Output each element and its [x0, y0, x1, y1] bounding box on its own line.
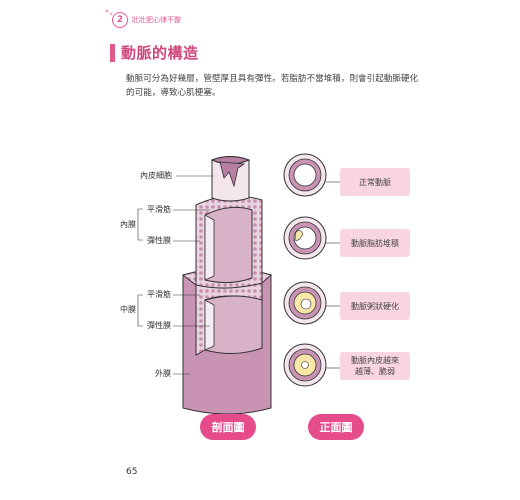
- intro-paragraph: 動脈可分為好幾層，管壁厚且具有彈性。若脂肪不當堆積，則會引起動脈硬化 的可能，導…: [126, 72, 426, 100]
- artery-middle-layer: [195, 277, 263, 356]
- tag-thin-endothelium: 動脈內皮越來 越薄、脆弱: [340, 352, 410, 380]
- artery-inner-layer: [195, 195, 263, 289]
- cross-section-atherosclerosis: [283, 281, 340, 325]
- chapter-header: 2 壯壯肥心律不整: [112, 12, 181, 28]
- tag-normal-artery: 正常動脈: [340, 168, 410, 196]
- chapter-title: 壯壯肥心律不整: [132, 16, 181, 24]
- cross-section-fat-buildup: [283, 216, 340, 260]
- intro-line-1: 動脈可分為好幾層，管壁厚且具有彈性。若脂肪不當堆積，則會引起動脈硬化: [126, 74, 419, 84]
- page-number: 65: [126, 467, 138, 477]
- intro-line-2: 的可能，導致心肌梗塞。: [126, 88, 221, 98]
- label-elastic-membrane-1: 彈性膜: [147, 235, 171, 245]
- tag-thin-endothelium-line-1: 動脈內皮越來: [351, 356, 399, 365]
- label-endothelium: 內皮細胞: [140, 170, 172, 180]
- cross-section-thin-endothelium: [283, 343, 340, 387]
- label-inner-layer: 內膜: [120, 219, 136, 229]
- header-decoration-icon: [105, 9, 113, 16]
- front-view-button[interactable]: 正面圖: [308, 414, 364, 440]
- title-marker: [110, 43, 115, 62]
- section-view-button[interactable]: 剖面圖: [200, 414, 256, 440]
- section-title-bar: 動脈的構造: [110, 42, 199, 63]
- label-smooth-muscle-1: 平滑筋: [147, 204, 171, 214]
- label-outer-layer: 外膜: [155, 368, 171, 378]
- label-group-left: 內皮細胞 內膜 平滑筋 彈性膜 中膜 平滑筋 彈性膜 外膜: [120, 170, 214, 378]
- cross-section-normal: [283, 153, 340, 197]
- label-middle-layer: 中膜: [120, 304, 136, 314]
- tag-atherosclerosis: 動脈粥狀硬化: [340, 292, 410, 320]
- tag-thin-endothelium-line-2: 越薄、脆弱: [355, 367, 395, 376]
- label-smooth-muscle-2: 平滑筋: [147, 289, 171, 299]
- label-elastic-membrane-2: 彈性膜: [147, 320, 171, 330]
- artery-endothelium: [210, 156, 251, 202]
- chapter-number-badge: 2: [112, 12, 128, 28]
- section-title: 動脈的構造: [121, 44, 199, 62]
- tag-fat-buildup: 動脈脂肪堆積: [340, 229, 410, 257]
